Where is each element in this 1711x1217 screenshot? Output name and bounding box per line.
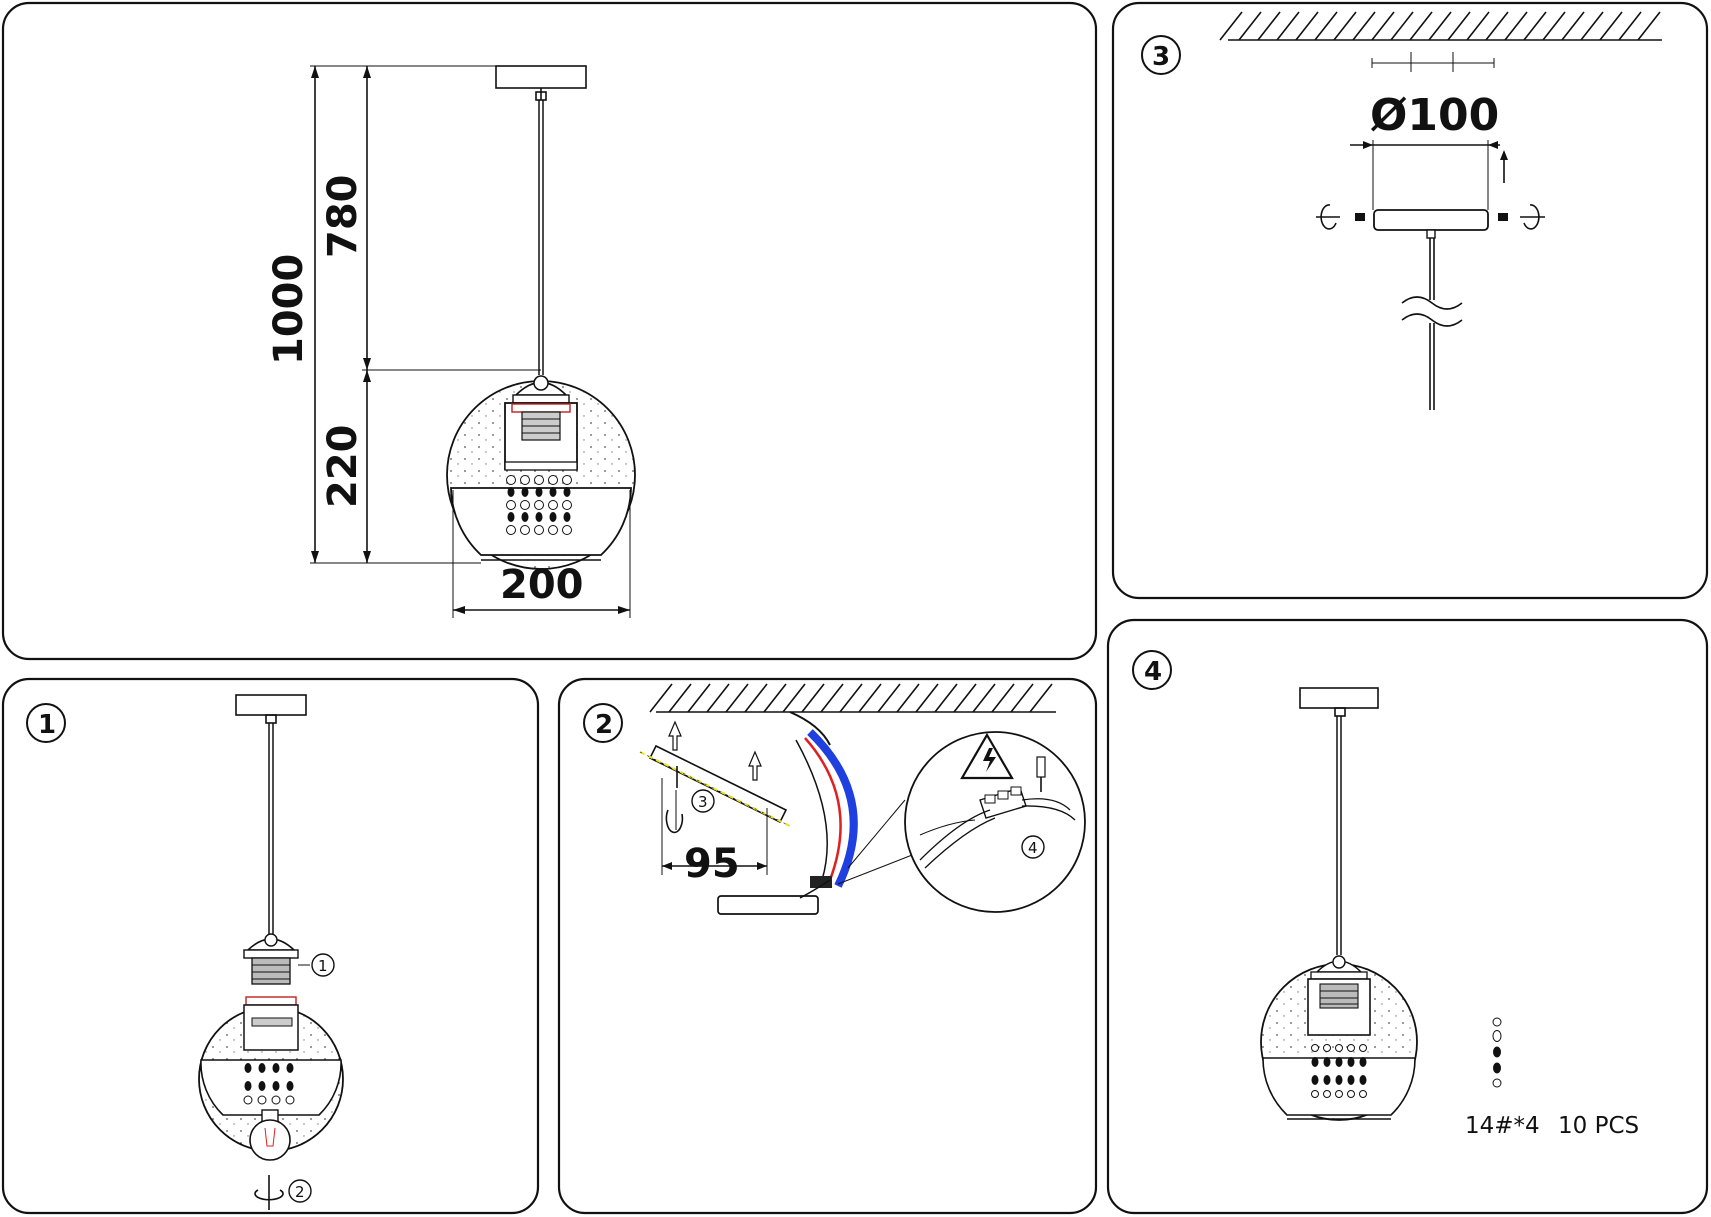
ceiling-hatch-line	[1447, 11, 1471, 41]
ceiling-hatch-line	[1010, 683, 1034, 713]
ceiling-hatch-line	[1599, 11, 1623, 41]
lamp-holder	[243, 933, 299, 985]
ceiling-hatch-line	[858, 683, 882, 713]
ceiling-hatch-line	[668, 683, 692, 713]
panel-dimensions: 1000 780 220 200	[1, 1, 1098, 661]
crystal-quantity: 10 PCS	[1558, 1113, 1639, 1139]
dim-total-height: 1000	[266, 254, 312, 365]
pendant-shade-assembled	[1260, 955, 1418, 1121]
dimension-lines	[310, 65, 631, 618]
rotate-arrow-icon	[1523, 204, 1540, 230]
ceiling-hatch-line	[706, 683, 730, 713]
ceiling-hatch-line	[687, 683, 711, 713]
dim-bracket-spacing: 95	[684, 841, 740, 887]
ceiling-hatch-line	[1618, 11, 1642, 41]
ceiling-hatch-line	[1637, 11, 1661, 41]
ceiling-hatch-line	[1390, 11, 1414, 41]
dim-shade-width: 200	[500, 562, 584, 608]
ceiling-hatch-line	[744, 683, 768, 713]
ceiling-hatch-line	[1276, 11, 1300, 41]
light-bulb	[249, 1109, 291, 1161]
canopy-plate	[1373, 209, 1489, 231]
step-1-number: 1	[38, 710, 56, 740]
canopy-plate	[717, 895, 819, 915]
ceiling-hatch-line	[1371, 11, 1395, 41]
ceiling-hatch-line	[1428, 11, 1452, 41]
ceiling-hatch-line	[763, 683, 787, 713]
callout-2: 2	[295, 1183, 305, 1201]
ceiling-hatch-line	[725, 683, 749, 713]
pendant-shade	[198, 996, 344, 1152]
pendant-shade	[446, 375, 636, 570]
ceiling-hatch-line	[1485, 11, 1509, 41]
ceiling-hatch-line	[1314, 11, 1338, 41]
step-2-number: 2	[595, 710, 613, 740]
callout-4: 4	[1028, 839, 1038, 857]
panel-step-4: 4	[1106, 618, 1709, 1215]
mounting-bracket	[639, 720, 791, 827]
dim-canopy-diameter: Ø100	[1370, 90, 1499, 141]
ceiling-hatch-line	[782, 683, 806, 713]
panel-step-1: 1 1	[1, 677, 540, 1215]
ceiling-hatch-line	[991, 683, 1015, 713]
ceiling-hatch-line	[1561, 11, 1585, 41]
ceiling-hatch-line	[1523, 11, 1547, 41]
ceiling-hatch-line	[1295, 11, 1319, 41]
ceiling-hatch-line	[1542, 11, 1566, 41]
step-4-number: 4	[1144, 657, 1162, 687]
ceiling-hatch-line	[934, 683, 958, 713]
dim-shade-height: 220	[320, 425, 366, 509]
ceiling	[1219, 11, 1662, 41]
ceiling-hatch-line	[953, 683, 977, 713]
panel-step-2: 2 3 95	[557, 677, 1098, 1215]
terminal-detail-callout: 4	[837, 731, 1086, 913]
ceiling-hatch-line	[1352, 11, 1376, 41]
ceiling-hatch-line	[1257, 11, 1281, 41]
ceiling-hatch-line	[649, 683, 673, 713]
ceiling-hatch-line	[972, 683, 996, 713]
step-3-number: 3	[1152, 42, 1170, 72]
ceiling-hatch-line	[1466, 11, 1490, 41]
ceiling-hatch-line	[1504, 11, 1528, 41]
dim-cord-length: 780	[320, 175, 366, 259]
ceiling-hatch-line	[839, 683, 863, 713]
rotate-arrow-icon	[1320, 204, 1337, 230]
rotate-arrow-icon	[665, 809, 684, 834]
ceiling-hatch-line	[1409, 11, 1433, 41]
supply-wires	[789, 711, 858, 888]
ceiling-hatch-line	[820, 683, 844, 713]
callout-3: 3	[698, 793, 708, 811]
crystal-strand-part	[1492, 1017, 1502, 1088]
ceiling-hatch-line	[1029, 683, 1053, 713]
ceiling-hatch-line	[801, 683, 825, 713]
panel-step-3: 3 Ø100	[1111, 1, 1709, 600]
ceiling-hatch-line	[896, 683, 920, 713]
ceiling-hatch-line	[1333, 11, 1357, 41]
callout-1: 1	[318, 957, 328, 975]
ceiling-hatch-line	[1219, 11, 1243, 41]
ceiling-hatch-line	[1580, 11, 1604, 41]
ceiling-hatch-line	[915, 683, 939, 713]
ceiling-hatch-line	[877, 683, 901, 713]
crystal-spec: 14#*4	[1465, 1113, 1540, 1139]
ceiling-hatch-line	[1238, 11, 1262, 41]
